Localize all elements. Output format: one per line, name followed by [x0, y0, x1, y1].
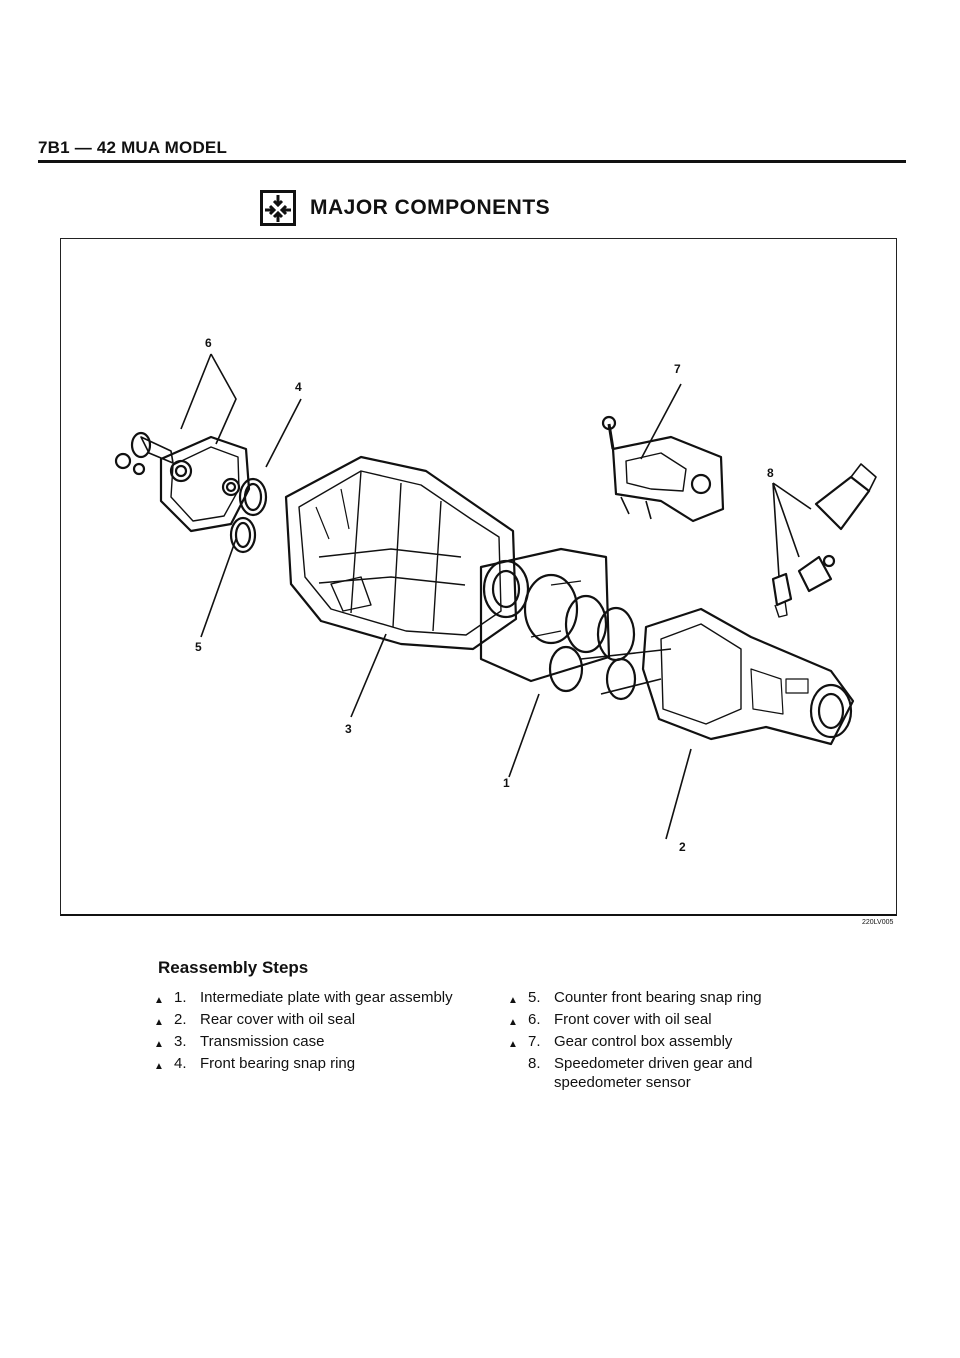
- callout-3: 3: [345, 722, 352, 736]
- step-number: 2.: [174, 1011, 187, 1028]
- triangle-marker-icon: ▲: [154, 1017, 164, 1028]
- step-item: ▲ 6. Front cover with oil seal: [508, 1010, 828, 1032]
- step-text: Front bearing snap ring: [200, 1055, 356, 1072]
- callout-7: 7: [674, 362, 681, 376]
- step-item: ▲ 7. Gear control box assembly: [508, 1032, 828, 1054]
- step-number: 5.: [528, 989, 541, 1006]
- leader-7: [640, 383, 682, 460]
- intermediate-plate-gears-part: [479, 547, 672, 701]
- reassembly-steps-right: ▲ 5. Counter front bearing snap ring ▲ 6…: [508, 988, 828, 1092]
- step-number: 4.: [174, 1055, 187, 1072]
- step-item: 8. Speedometer driven gear and speedomet…: [508, 1054, 828, 1092]
- step-text: Transmission case: [200, 1033, 325, 1050]
- leader-1: [508, 693, 540, 778]
- step-text: Speedometer driven gear and speedometer …: [554, 1055, 753, 1091]
- leader-3: [350, 633, 387, 718]
- triangle-marker-icon: ▲: [508, 1017, 518, 1028]
- speedometer-parts: [771, 463, 877, 618]
- step-number: 8.: [528, 1055, 541, 1072]
- step-text: Rear cover with oil seal: [200, 1011, 356, 1028]
- callout-5: 5: [195, 640, 202, 654]
- gear-control-box-part: [601, 415, 725, 523]
- step-number: 3.: [174, 1033, 187, 1050]
- callout-1: 1: [503, 776, 510, 790]
- leader-2: [665, 748, 692, 840]
- step-number: 7.: [528, 1033, 541, 1050]
- reassembly-steps-title: Reassembly Steps: [158, 958, 309, 977]
- step-number: 6.: [528, 1011, 541, 1028]
- triangle-marker-icon: ▲: [154, 1039, 164, 1050]
- step-item: ▲ 4. Front bearing snap ring: [154, 1054, 524, 1076]
- callout-2: 2: [679, 840, 686, 854]
- triangle-marker-icon: ▲: [154, 995, 164, 1006]
- callout-6: 6: [205, 336, 212, 350]
- triangle-marker-icon: ▲: [508, 1039, 518, 1050]
- step-text: Counter front bearing snap ring: [554, 989, 762, 1006]
- reassembly-steps-left: ▲ 1. Intermediate plate with gear assemb…: [154, 988, 524, 1076]
- exploded-view-figure: 6 4 5 3 1 2 7 8: [60, 238, 897, 916]
- snap-rings-part: [221, 477, 268, 554]
- leader-4: [265, 398, 302, 468]
- transmission-exploded-diagram: 6 4 5 3 1 2 7 8: [114, 336, 877, 854]
- step-number: 1.: [174, 989, 187, 1006]
- triangle-marker-icon: ▲: [508, 995, 518, 1006]
- callout-4: 4: [295, 380, 302, 394]
- step-text: Intermediate plate with gear assembly: [200, 989, 453, 1006]
- disassembly-icon: [260, 190, 296, 226]
- section-title: MAJOR COMPONENTS: [260, 190, 550, 226]
- transmission-case-part: [284, 455, 518, 651]
- section-title-text: MAJOR COMPONENTS: [310, 196, 551, 219]
- header-rule: [38, 160, 906, 163]
- callout-8: 8: [767, 466, 774, 480]
- leader-6: [180, 353, 237, 445]
- step-text: Front cover with oil seal: [554, 1011, 712, 1028]
- leader-8: [772, 482, 812, 578]
- step-item: ▲ 5. Counter front bearing snap ring: [508, 988, 828, 1010]
- triangle-marker-icon: [508, 1054, 528, 1057]
- rear-cover-part: [641, 607, 855, 746]
- figure-code: 220LV005: [862, 919, 894, 926]
- triangle-marker-icon: ▲: [154, 1061, 164, 1072]
- step-text: Gear control box assembly: [554, 1033, 733, 1050]
- front-cover-part: [114, 431, 251, 533]
- step-item: ▲ 1. Intermediate plate with gear assemb…: [154, 988, 524, 1010]
- page-header: 7B1 — 42 MUA MODEL: [38, 138, 228, 157]
- leader-5: [200, 538, 237, 638]
- step-item: ▲ 3. Transmission case: [154, 1032, 524, 1054]
- step-item: ▲ 2. Rear cover with oil seal: [154, 1010, 524, 1032]
